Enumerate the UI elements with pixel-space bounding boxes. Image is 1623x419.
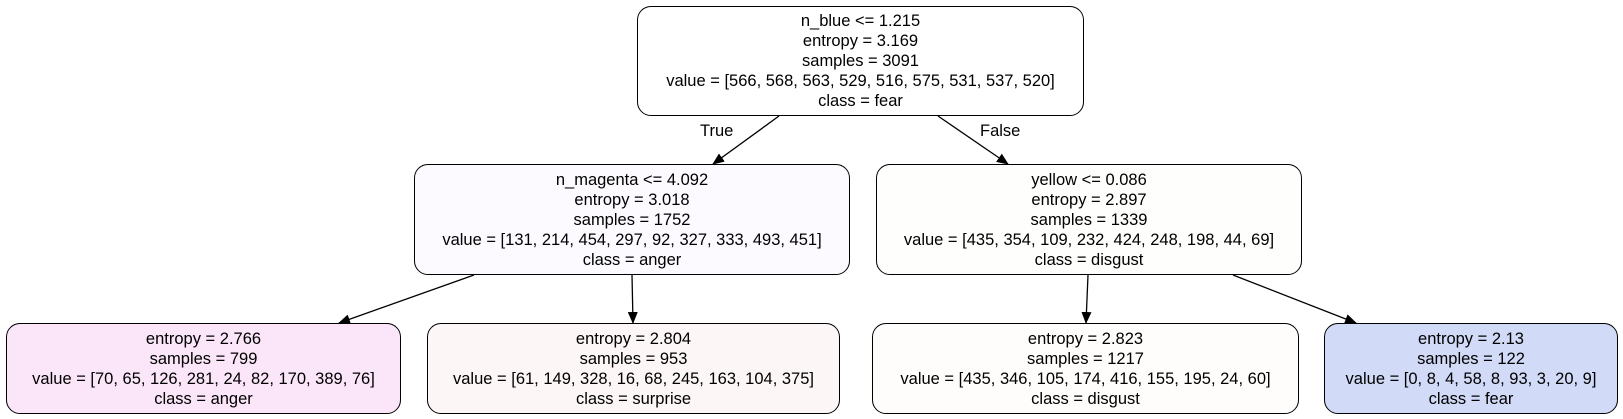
- node-class: class = disgust: [1034, 250, 1144, 269]
- node-value: value = [131, 214, 454, 297, 92, 327, 33…: [442, 230, 822, 249]
- right-node: yellow <= 0.086 entropy = 2.897 samples …: [876, 164, 1302, 275]
- edge-left-to-left-right: [627, 274, 638, 324]
- edge-label-false: False: [980, 122, 1021, 140]
- node-entropy: entropy = 2.897: [1031, 190, 1147, 209]
- node-entropy: entropy = 2.804: [575, 329, 692, 348]
- node-value: value = [435, 346, 105, 174, 416, 155, 1…: [900, 369, 1271, 388]
- left-node: n_magenta <= 4.092 entropy = 3.018 sampl…: [414, 164, 850, 275]
- node-entropy: entropy = 2.13: [1418, 329, 1524, 348]
- node-samples: samples = 953: [579, 349, 688, 368]
- node-entropy: entropy = 3.169: [802, 32, 919, 50]
- node-value: value = [435, 354, 109, 232, 424, 248, 1…: [903, 230, 1275, 249]
- node-value: value = [70, 65, 126, 281, 24, 82, 170, …: [32, 369, 375, 388]
- node-value: value = [61, 149, 328, 16, 68, 245, 163,…: [452, 369, 814, 388]
- node-class: class = anger: [154, 389, 253, 408]
- leaf-node-right-left: entropy = 2.823 samples = 1217 value = […: [872, 323, 1299, 414]
- edge-root-to-right: [937, 115, 1009, 165]
- node-samples: samples = 799: [149, 349, 258, 368]
- node-class: class = fear: [818, 92, 903, 110]
- edge-root-to-left: [712, 115, 780, 165]
- node-value: value = [0, 8, 4, 58, 8, 93, 3, 20, 9]: [1345, 369, 1597, 388]
- node-split-rule: n_magenta <= 4.092: [555, 170, 709, 189]
- node-class: class = surprise: [575, 389, 692, 408]
- node-class: class = fear: [1428, 389, 1514, 408]
- node-entropy: entropy = 2.823: [1027, 329, 1144, 348]
- node-samples: samples = 122: [1417, 349, 1525, 368]
- node-class: class = disgust: [1031, 389, 1140, 408]
- leaf-node-left-right: entropy = 2.804 samples = 953 value = [6…: [427, 323, 840, 414]
- root-node: n_blue <= 1.215 entropy = 3.169 samples …: [637, 6, 1084, 116]
- node-samples: samples = 1217: [1027, 349, 1144, 368]
- edge-right-to-right-left: [1081, 274, 1092, 324]
- node-split-rule: n_blue <= 1.215: [800, 12, 921, 30]
- edge-right-to-right-right: [1232, 274, 1357, 324]
- node-samples: samples = 1339: [1030, 210, 1148, 229]
- edge-left-to-left-left: [338, 274, 475, 325]
- leaf-node-right-right: entropy = 2.13 samples = 122 value = [0,…: [1324, 323, 1618, 414]
- node-samples: samples = 3091: [802, 52, 919, 70]
- node-entropy: entropy = 2.766: [145, 329, 262, 348]
- edge-label-true: True: [700, 122, 734, 140]
- node-split-rule: yellow <= 0.086: [1031, 170, 1147, 189]
- leaf-node-left-left: entropy = 2.766 samples = 799 value = [7…: [6, 323, 401, 414]
- node-entropy: entropy = 3.018: [574, 190, 690, 209]
- node-value: value = [566, 568, 563, 529, 516, 575, 5…: [666, 72, 1055, 90]
- node-class: class = anger: [582, 250, 682, 269]
- node-samples: samples = 1752: [573, 210, 691, 229]
